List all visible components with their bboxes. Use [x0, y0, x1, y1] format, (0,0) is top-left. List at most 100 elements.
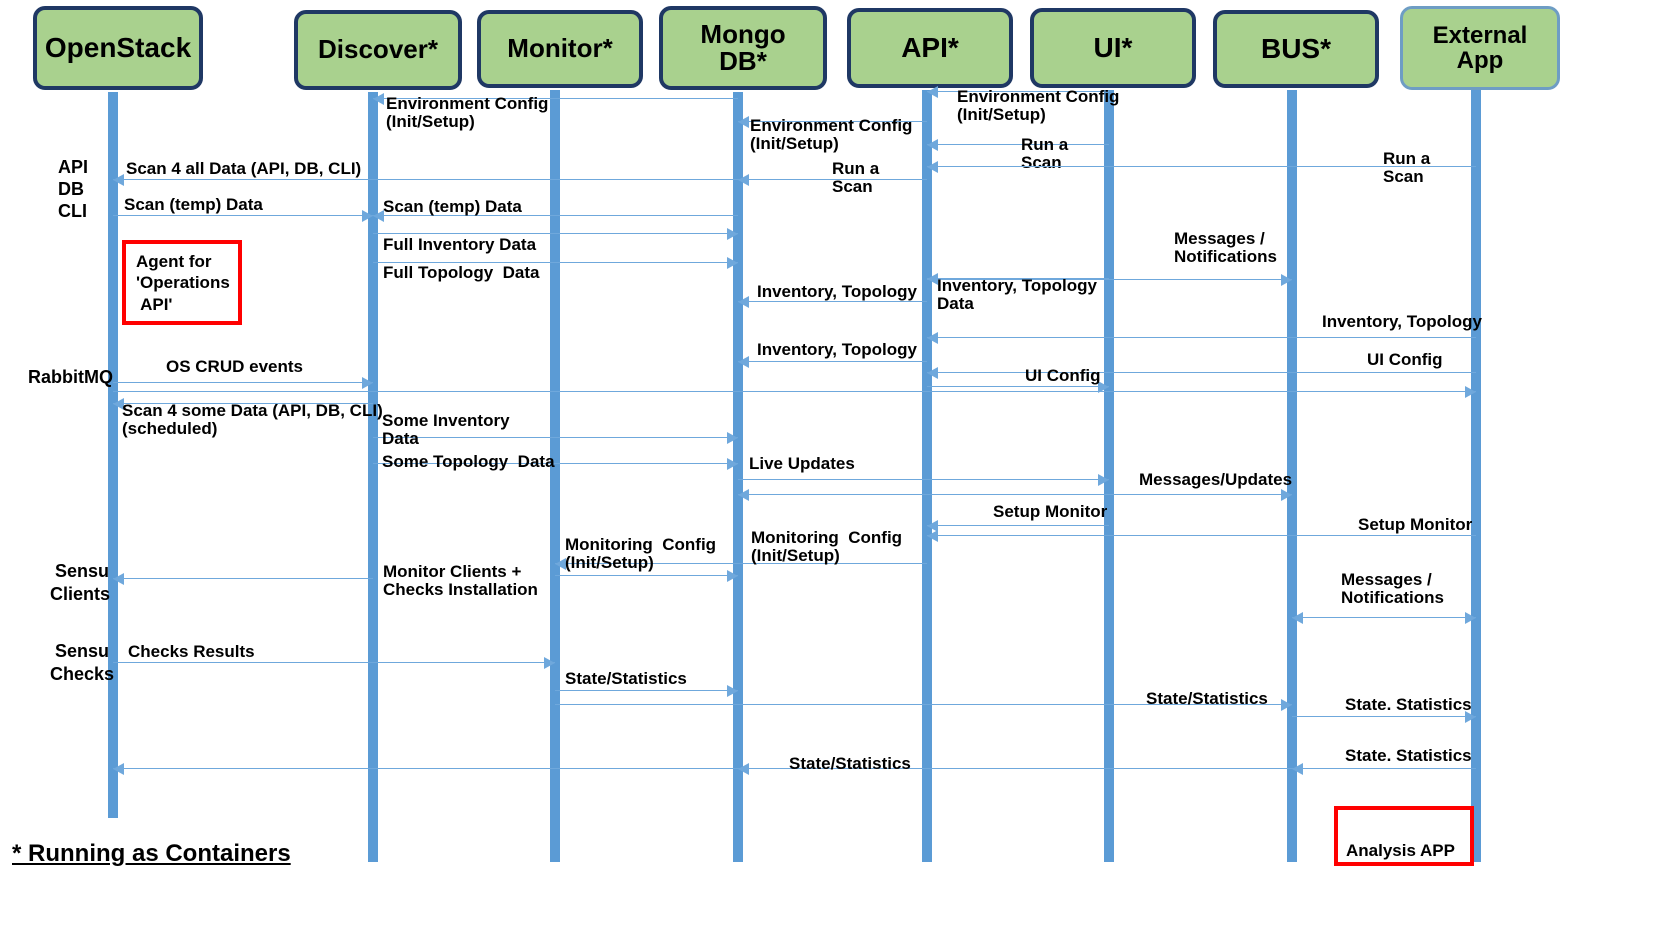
- arrowhead-left-m3: [927, 86, 938, 98]
- actor-box-api[interactable]: API*: [847, 8, 1013, 88]
- message-label-m25: Messages/Updates: [1139, 470, 1293, 489]
- actor-box-bus[interactable]: BUS*: [1213, 10, 1379, 88]
- arrowhead-left-m29: [555, 558, 566, 570]
- arrowhead-left-m31: [113, 573, 124, 585]
- arrowhead-left-m27: [927, 520, 938, 532]
- actor-label-externalapp: External App: [1432, 21, 1528, 74]
- lifeline-discover: [368, 92, 378, 862]
- actor-box-externalapp[interactable]: External App: [1400, 6, 1560, 90]
- channel-label-2: CLI: [58, 201, 87, 221]
- actor-label-monitor: Monitor*: [507, 33, 613, 64]
- message-label-m6: Scan 4 all Data (API, DB, CLI): [126, 159, 362, 178]
- channel-label-1: DB: [58, 179, 84, 199]
- message-line-m12: [927, 279, 1292, 280]
- arrowhead-right-m8: [362, 210, 373, 222]
- arrowhead-right-m32: [1465, 612, 1476, 624]
- message-label-m35: State/Statistics: [1146, 689, 1268, 708]
- arrowhead-left-m4: [927, 139, 938, 151]
- message-label-m10: Full Inventory Data: [383, 235, 537, 254]
- message-label-m4: Run a Scan: [1021, 135, 1069, 173]
- channel-label-7: Checks: [50, 664, 115, 684]
- message-label-m14: Inventory, Topology Data: [937, 276, 1097, 314]
- message-line-m21: [113, 403, 373, 404]
- actor-label-discover: Discover*: [318, 34, 438, 65]
- message-label-m30: Monitoring Config (Init/Setup): [565, 535, 717, 573]
- message-line-m32: [1292, 617, 1476, 618]
- actor-label-api: API*: [901, 32, 959, 64]
- arrowhead-left-m38: [738, 763, 749, 775]
- arrowhead-right-m11: [727, 257, 738, 269]
- arrowhead-right-m34: [727, 685, 738, 697]
- message-line-m33: [113, 662, 555, 663]
- message-line-m7: [738, 179, 927, 180]
- arrowhead-left-m7: [738, 174, 749, 186]
- arrowhead-right-m30: [727, 570, 738, 582]
- actor-box-mongodb[interactable]: Mongo DB*: [659, 6, 827, 90]
- arrowhead-left-m9: [373, 210, 384, 222]
- message-line-m4: [927, 144, 1109, 145]
- arrowhead-right-m18: [1098, 381, 1109, 393]
- message-line-m20: [113, 391, 1476, 392]
- actor-box-ui[interactable]: UI*: [1030, 8, 1196, 88]
- arrowhead-left-m16: [738, 356, 749, 368]
- lifeline-externalapp: [1471, 90, 1481, 862]
- message-label-m19: OS CRUD events: [166, 357, 303, 376]
- arrowhead-right-m24: [1098, 474, 1109, 486]
- message-line-m2: [738, 121, 927, 122]
- actor-box-openstack[interactable]: OpenStack: [33, 6, 203, 90]
- message-label-m22: Some Inventory Data: [382, 411, 510, 449]
- lifeline-openstack: [108, 92, 118, 818]
- message-line-m3: [927, 91, 1109, 92]
- message-line-m38: [738, 768, 1292, 769]
- message-line-m19: [113, 382, 373, 383]
- arrowhead-right-m20: [1465, 386, 1476, 398]
- message-line-m14: [927, 278, 1109, 279]
- channel-label-3: RabbitMQ: [28, 367, 113, 387]
- lifeline-api: [922, 90, 932, 862]
- message-line-m11: [373, 262, 738, 263]
- arrowhead-left-m32: [1292, 612, 1303, 624]
- message-label-m13: Inventory, Topology: [757, 282, 917, 301]
- message-line-m6: [113, 179, 927, 180]
- message-label-m11: Full Topology Data: [383, 263, 540, 282]
- arrowhead-left-m5: [927, 161, 938, 173]
- note-analysis-app[interactable]: Analysis APP: [1334, 806, 1474, 866]
- note-operations-api[interactable]: Agent for 'Operations API': [122, 240, 242, 325]
- message-label-m27: Setup Monitor: [993, 502, 1108, 521]
- message-line-m37: [1292, 768, 1476, 769]
- message-line-m15: [927, 337, 1476, 338]
- arrowhead-right-m12: [1281, 274, 1292, 286]
- message-line-m31: [113, 578, 373, 579]
- message-label-m33: Checks Results: [128, 642, 255, 661]
- arrowhead-left-m13: [738, 296, 749, 308]
- message-line-m28: [927, 535, 1476, 536]
- message-label-m2: Environment Config (Init/Setup): [750, 116, 913, 154]
- message-label-m23: Some Topology Data: [382, 452, 555, 471]
- actor-box-discover[interactable]: Discover*: [294, 10, 462, 90]
- message-line-m8: [113, 215, 373, 216]
- message-line-m5: [927, 166, 1476, 167]
- message-line-m25: [1109, 494, 1292, 495]
- footnote-running-as-containers: * Running as Containers: [12, 840, 291, 867]
- arrowhead-left-m37: [1292, 763, 1303, 775]
- actor-label-bus: BUS*: [1260, 33, 1331, 65]
- lifeline-ui: [1104, 90, 1114, 862]
- actor-label-openstack: OpenStack: [44, 32, 192, 64]
- arrowhead-left-m1: [373, 93, 384, 105]
- message-line-m17: [927, 372, 1476, 373]
- message-label-m29: Monitoring Config (Init/Setup): [751, 528, 903, 566]
- message-line-m10: [373, 233, 738, 234]
- arrowhead-left-m28: [927, 530, 938, 542]
- lifeline-mongodb: [733, 92, 743, 862]
- message-label-m28: Setup Monitor: [1358, 515, 1473, 534]
- message-label-m32: Messages / Notifications: [1341, 570, 1444, 608]
- arrowhead-left-m39: [113, 763, 124, 775]
- message-label-m9: Scan (temp) Data: [383, 197, 522, 216]
- actor-box-monitor[interactable]: Monitor*: [477, 10, 643, 88]
- message-line-m36: [1292, 716, 1476, 717]
- arrowhead-left-m14: [927, 273, 938, 285]
- channel-label-5: Clients: [50, 584, 111, 604]
- message-label-m21: Scan 4 some Data (API, DB, CLI) (schedul…: [122, 401, 383, 439]
- message-label-m24: Live Updates: [749, 454, 855, 473]
- message-line-m39: [113, 768, 738, 769]
